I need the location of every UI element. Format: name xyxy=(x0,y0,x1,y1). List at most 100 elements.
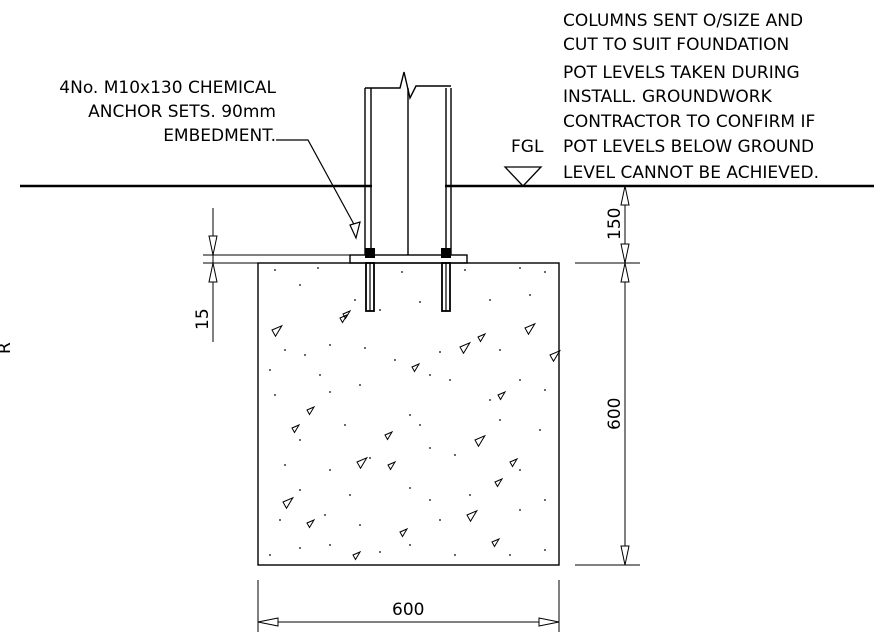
fgl-label: FGL xyxy=(511,137,544,157)
column-note-line-6: POT LEVELS BELOW GROUND xyxy=(563,137,814,157)
steel-column xyxy=(364,71,452,255)
aggregate-dot xyxy=(329,469,331,471)
edge-fragment-text: R xyxy=(0,342,15,354)
aggregate-dot xyxy=(319,374,321,376)
aggregate-triangle xyxy=(549,349,562,363)
fgl-marker-triangle xyxy=(503,166,543,187)
anchor-note-leader xyxy=(276,139,357,229)
aggregate-dot xyxy=(489,299,491,301)
aggregate-triangle xyxy=(466,509,479,523)
anchor-bolt-right xyxy=(441,248,451,312)
aggregate-dot xyxy=(454,454,456,456)
aggregate-dot xyxy=(329,391,331,393)
aggregate-dot xyxy=(519,509,521,511)
aggregate-dot xyxy=(304,354,306,356)
aggregate-dot xyxy=(429,447,431,449)
aggregate-dot xyxy=(284,464,286,466)
aggregate-triangle xyxy=(306,518,316,529)
aggregate-dot xyxy=(519,267,521,269)
dimension-150-label: 150 xyxy=(605,208,625,240)
aggregate-dot xyxy=(519,379,521,381)
aggregate-dot xyxy=(299,439,301,441)
dimension-600-horizontal-label: 600 xyxy=(392,600,424,620)
dimension-600-vertical: 600 xyxy=(575,262,640,566)
aggregate-dot xyxy=(439,351,441,353)
dimension-600-horizontal: 600 xyxy=(257,580,560,632)
aggregate-dot xyxy=(269,554,271,556)
aggregate-triangle xyxy=(411,362,421,373)
dimension-15-label: 15 xyxy=(193,308,213,330)
aggregate-triangle xyxy=(477,332,487,343)
aggregate-dot xyxy=(274,269,276,271)
aggregate-dot xyxy=(329,344,331,346)
aggregate-dot xyxy=(344,424,346,426)
column-note-line-2: CUT TO SUIT FOUNDATION xyxy=(563,35,789,55)
aggregate-triangle xyxy=(497,390,507,401)
aggregate-dot xyxy=(269,369,271,371)
aggregate-triangle xyxy=(339,313,349,324)
aggregate-triangle xyxy=(282,496,295,510)
aggregate-dot xyxy=(401,271,403,273)
aggregate-dot xyxy=(529,294,531,296)
anchor-note-line-1: 4No. M10x130 CHEMICAL xyxy=(59,78,276,98)
aggregate-dot xyxy=(539,429,541,431)
aggregate-dot xyxy=(284,349,286,351)
aggregate-dot xyxy=(499,419,501,421)
column-note-line-4: INSTALL. GROUNDWORK xyxy=(563,87,773,107)
aggregate-triangle xyxy=(524,322,537,336)
aggregate-dot xyxy=(359,384,361,386)
aggregate-dot xyxy=(419,424,421,426)
aggregate-dot xyxy=(429,499,431,501)
aggregate-dot xyxy=(409,544,411,546)
anchor-note-line-2: ANCHOR SETS. 90mm xyxy=(88,102,276,122)
aggregate-triangle xyxy=(474,434,487,448)
aggregate-dot xyxy=(519,469,521,471)
aggregate-dot xyxy=(364,347,366,349)
aggregate-triangle xyxy=(387,460,397,471)
aggregate-triangle xyxy=(352,550,362,561)
aggregate-dot xyxy=(349,494,351,496)
column-note-line-3: POT LEVELS TAKEN DURING xyxy=(563,63,800,83)
aggregate-triangle xyxy=(509,457,519,468)
column-note-line-5: CONTRACTOR TO CONFIRM IF xyxy=(563,112,815,132)
aggregate-dot xyxy=(464,269,466,271)
aggregate-dot xyxy=(439,519,441,521)
aggregate-dot xyxy=(409,487,411,489)
anchor-note-line-3: EMBEDMENT. xyxy=(163,126,276,146)
concrete-foundation xyxy=(257,262,560,566)
aggregate-dot xyxy=(329,544,331,546)
dimension-600-vertical-label: 600 xyxy=(605,398,625,430)
column-note-line-7: LEVEL CANNOT BE ACHIEVED. xyxy=(563,163,819,183)
column-note-line-1: COLUMNS SENT O/SIZE AND xyxy=(563,11,803,31)
aggregate-dot xyxy=(299,547,301,549)
aggregate-dot xyxy=(354,299,356,301)
aggregate-dot xyxy=(419,301,421,303)
aggregate-dot xyxy=(299,489,301,491)
aggregate-dot xyxy=(544,499,546,501)
aggregate-dot xyxy=(274,394,276,396)
aggregate-dot xyxy=(499,349,501,351)
aggregate-dot xyxy=(544,549,546,551)
aggregate-dot xyxy=(409,414,411,416)
aggregate-dot xyxy=(299,284,301,286)
aggregate-dot xyxy=(324,514,326,516)
aggregate-dot xyxy=(544,389,546,391)
aggregate-triangle xyxy=(306,405,316,416)
aggregate-triangle xyxy=(399,527,409,538)
aggregate-dot xyxy=(359,524,361,526)
aggregate-dot xyxy=(429,374,431,376)
aggregate-dot xyxy=(379,551,381,553)
aggregate-dot xyxy=(489,399,491,401)
aggregate-triangle xyxy=(384,430,394,441)
aggregate-dot xyxy=(379,309,381,311)
aggregate-dot xyxy=(454,554,456,556)
aggregate-dot xyxy=(509,554,511,556)
anchor-bolt-left xyxy=(365,248,375,312)
aggregate-triangle xyxy=(271,324,284,338)
aggregate-triangle xyxy=(494,477,504,488)
aggregate-dot xyxy=(544,271,546,273)
aggregate-triangle xyxy=(356,456,369,470)
aggregate-dot xyxy=(449,379,451,381)
